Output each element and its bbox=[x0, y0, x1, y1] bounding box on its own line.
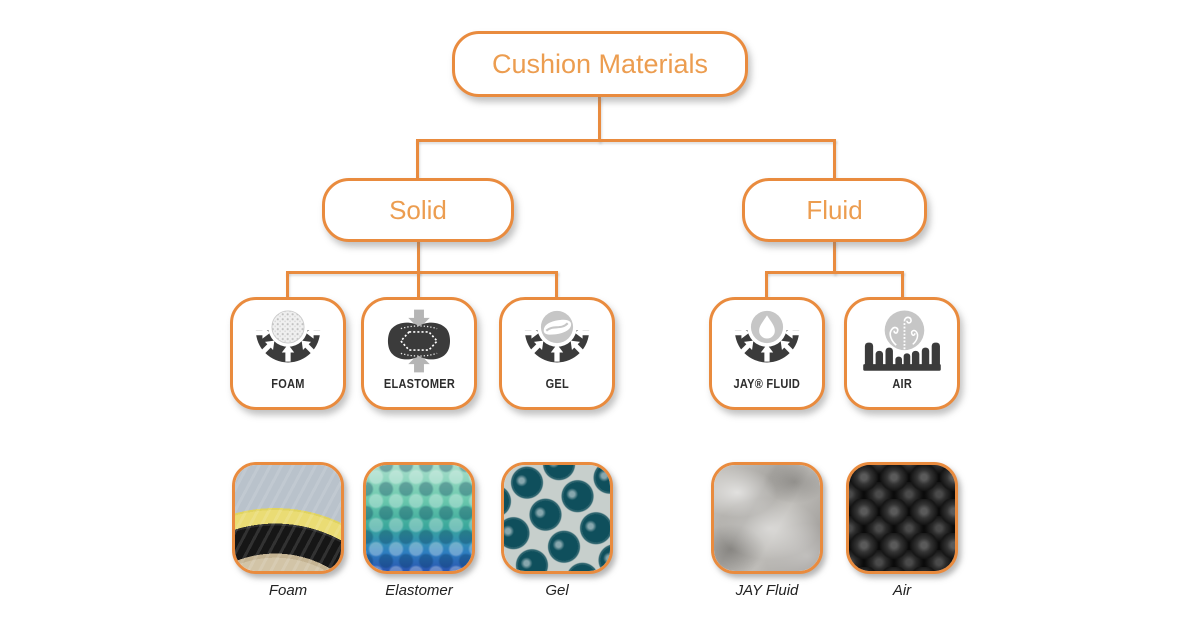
air-cells-icon bbox=[863, 310, 941, 371]
caption-gel: Gel bbox=[545, 582, 569, 599]
photo-foam bbox=[232, 462, 344, 574]
connector-air-stub bbox=[901, 271, 904, 300]
gel-photo-texture bbox=[504, 465, 610, 571]
gel-compression-icon bbox=[512, 308, 602, 374]
card-jay-fluid: JAY® FLUID bbox=[709, 297, 825, 410]
caption-jay-fluid: JAY Fluid bbox=[735, 582, 799, 599]
icon-label-foam: FOAM bbox=[271, 377, 305, 391]
connector-solid-top bbox=[416, 139, 419, 180]
icon-label-elastomer: ELASTOMER bbox=[383, 377, 455, 391]
fluid-drop-icon bbox=[722, 308, 812, 374]
connector-fluid-top bbox=[833, 139, 836, 180]
caption-elastomer: Elastomer bbox=[385, 582, 453, 599]
photo-air bbox=[846, 462, 958, 574]
connector-root-stem bbox=[598, 96, 601, 142]
photo-jay-fluid bbox=[711, 462, 823, 574]
icon-label-gel: GEL bbox=[545, 377, 569, 391]
connector-gel-stub bbox=[555, 271, 558, 300]
icon-label-jay-fluid: JAY® FLUID bbox=[733, 377, 801, 391]
node-cushion-materials: Cushion Materials bbox=[452, 31, 748, 97]
card-gel: GEL bbox=[499, 297, 615, 410]
card-elastomer: ELASTOMER bbox=[361, 297, 477, 410]
node-fluid: Fluid bbox=[742, 178, 927, 242]
photo-elastomer bbox=[363, 462, 475, 574]
branch-label-solid: Solid bbox=[389, 194, 447, 225]
connector-foam-stub bbox=[286, 271, 289, 300]
connector-elastomer-stub bbox=[417, 271, 420, 300]
connector-level1-bar bbox=[416, 139, 836, 142]
connector-jay-fluid-stub bbox=[765, 271, 768, 300]
card-foam: FOAM bbox=[230, 297, 346, 410]
connector-solid-stem bbox=[417, 240, 420, 274]
foam-photo-texture bbox=[235, 465, 341, 571]
icon-label-air: AIR bbox=[892, 377, 912, 391]
jay-fluid-photo-texture bbox=[714, 465, 820, 571]
elastomer-compression-icon bbox=[387, 309, 451, 373]
foam-compression-icon bbox=[243, 308, 333, 374]
elastomer-photo-texture bbox=[366, 465, 472, 571]
connector-fluid-stem bbox=[833, 240, 836, 274]
node-solid: Solid bbox=[322, 178, 514, 242]
photo-gel bbox=[501, 462, 613, 574]
caption-foam: Foam bbox=[268, 582, 308, 599]
connector-fluid-bar bbox=[765, 271, 904, 274]
card-air: AIR bbox=[844, 297, 960, 410]
branch-label-fluid: Fluid bbox=[806, 194, 863, 225]
air-photo-texture bbox=[849, 465, 955, 571]
diagram-title: Cushion Materials bbox=[491, 48, 709, 79]
caption-air: Air bbox=[892, 582, 912, 599]
connector-solid-bar bbox=[286, 271, 558, 274]
